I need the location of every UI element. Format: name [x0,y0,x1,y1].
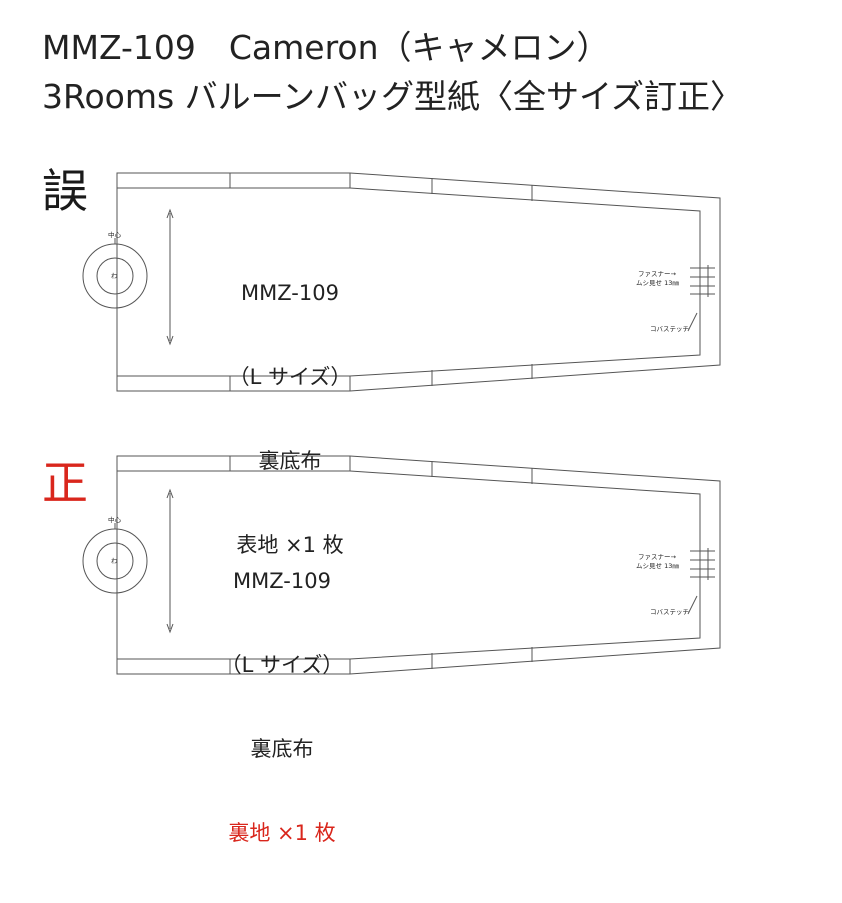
correct-marker: 正 [42,456,88,510]
stitch-pointer [687,312,698,332]
zipper-label: ファスナー→ [638,270,676,278]
hole-inner-ring [96,257,134,295]
center-label: 中心 [108,516,121,524]
stitch-label: コバステッチ [650,608,689,616]
pattern-drawing [82,455,721,675]
pattern-size: （L サイズ） [220,653,344,677]
stitch-pointer [687,595,698,615]
stitch-label: コバステッチ [650,325,689,333]
pattern-size: （L サイズ） [228,365,352,389]
page-title: MMZ-109 Cameron（キャメロン） [42,28,610,67]
pattern-panel-correct: MMZ-109 （L サイズ） 裏底布 裏地 ×1 枚 中心 わ ファスナー→ … [0,447,842,845]
hole-label: わ [111,557,118,565]
pattern-code: MMZ-109 [233,569,331,593]
center-label: 中心 [108,231,121,239]
page-subtitle: 3Rooms バルーンバッグ型紙〈全サイズ訂正〉 [42,77,744,116]
grainline-arrowhead [166,623,174,634]
pattern-drawing [82,172,721,392]
hole-label: わ [111,272,118,280]
pattern-part-name: 裏底布 [250,737,314,761]
pattern-panel-incorrect: MMZ-109 （L サイズ） 裏底布 表地 ×1 枚 中心 わ ファスナー→ … [0,163,842,557]
grainline-arrowhead [166,335,174,346]
zipper-show-label: ムシ見せ 13㎜ [636,562,679,570]
hole-inner-ring [96,542,134,580]
pattern-material-count: 裏地 ×1 枚 [228,821,336,845]
pattern-code: MMZ-109 [241,281,339,305]
pattern-material-count: 表地 ×1 枚 [236,533,344,557]
zipper-label: ファスナー→ [638,553,676,561]
grainline-arrowhead [166,208,174,219]
incorrect-marker: 誤 [42,164,88,218]
zipper-show-label: ムシ見せ 13㎜ [636,279,679,287]
pattern-part-name: 裏底布 [258,449,322,473]
grainline-arrowhead [166,488,174,499]
